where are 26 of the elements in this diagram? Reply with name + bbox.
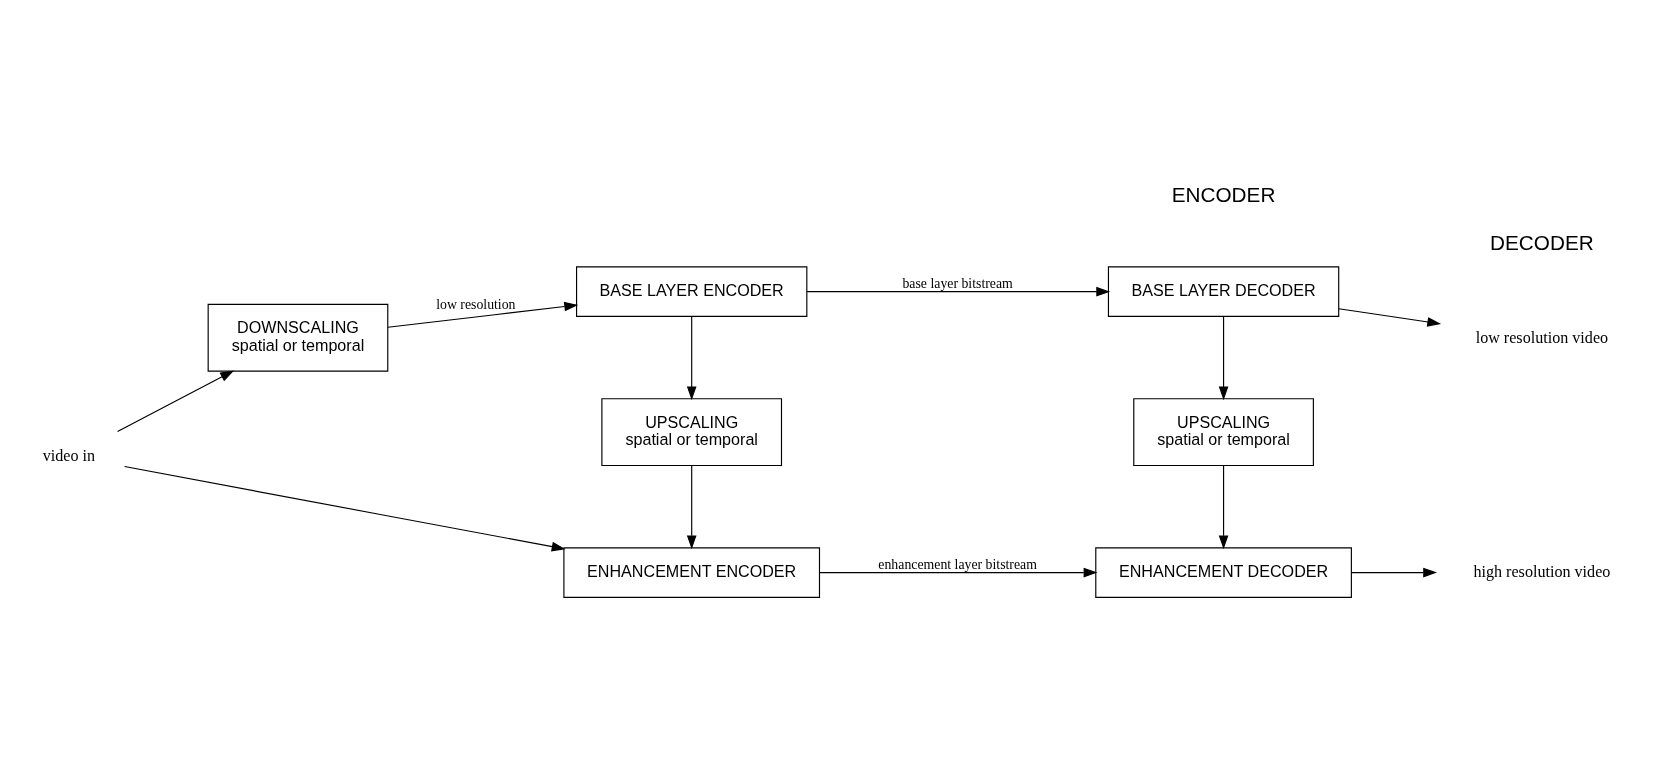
- node-text: low resolution video: [1475, 329, 1608, 347]
- arrow: [386, 301, 578, 328]
- node-box: UPSCALING spatial or temporal: [1132, 398, 1314, 467]
- arrow: [1218, 316, 1228, 401]
- arrow: [1337, 308, 1441, 327]
- arrow: [1350, 567, 1437, 578]
- node-box: UPSCALING spatial or temporal: [600, 398, 782, 467]
- node-box: BASE LAYER DECODER: [1107, 266, 1339, 317]
- edge-label: low resolution: [435, 296, 515, 312]
- node-text: video in: [42, 446, 95, 464]
- label: DECODER: [1489, 230, 1594, 254]
- arrow: [818, 567, 1097, 578]
- node-box: BASE LAYER ENCODER: [575, 266, 807, 317]
- node-box: ENHANCEMENT DECODER: [1094, 547, 1352, 598]
- arrow: [686, 316, 697, 401]
- node-box: ENHANCEMENT ENCODER: [562, 547, 820, 598]
- label: ENCODER: [1171, 183, 1275, 207]
- edge-label: base layer bitstream: [901, 275, 1013, 291]
- node-box: DOWNSCALING spatial or temporal: [207, 303, 388, 372]
- arrow: [123, 465, 566, 552]
- node-text: high resolution video: [1472, 562, 1610, 580]
- arrow: [116, 370, 234, 433]
- arrow: [686, 465, 697, 550]
- arrow: [806, 286, 1110, 297]
- arrow: [1218, 465, 1228, 550]
- edge-label: enhancement layer bitstream: [877, 556, 1037, 572]
